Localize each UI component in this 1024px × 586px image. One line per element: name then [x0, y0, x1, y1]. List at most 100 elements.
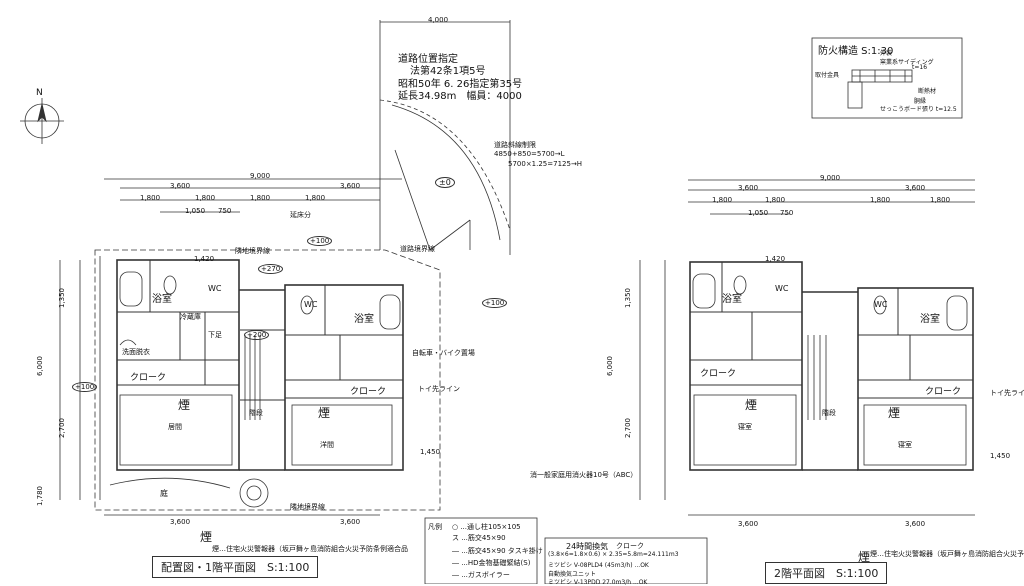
dim-1800-left: 1,800 — [140, 194, 161, 202]
fire-detail-label-c: t=16 — [912, 64, 928, 71]
road-note-2: 法第42条1項5号 — [410, 66, 486, 77]
fire-detail-label-b: 窯業系サイディング — [880, 59, 934, 66]
smoke-alarm-legend-right: 煙 — [858, 550, 871, 564]
fire-detail-label-d: 断熱材 — [918, 88, 937, 95]
dim-1050-right: 1,050 — [748, 209, 769, 217]
road-boundary-label: 道路境界線 — [400, 245, 435, 253]
dim-1800-right-c: 1,800 — [870, 196, 891, 204]
fire-detail-box — [811, 37, 963, 119]
dim-right-1350: 1,350 — [624, 287, 633, 309]
rain-line-right: トイ先ライン — [990, 389, 1024, 397]
level-100-c: +100 — [72, 382, 98, 392]
north-arrow — [20, 98, 64, 144]
fire-detail-label-g: 取付金具 — [815, 72, 840, 79]
dim-top: 4,000 — [428, 16, 449, 24]
right-building-walls — [689, 261, 974, 471]
garden-label: 庭 — [160, 489, 168, 498]
road-corridor — [379, 20, 511, 255]
ventilation-row-4: ミツビシ V-13PDD 27.0m3/h ...OK — [548, 579, 648, 586]
building-area-note: 延床分 — [290, 211, 311, 219]
smoke-alarm-right-a: 煙 — [745, 398, 758, 412]
dim-1800-left-d: 1,800 — [305, 194, 326, 202]
dim-bottom-3600-b: 3,600 — [340, 518, 361, 526]
right-dimension-lines — [639, 179, 975, 516]
dim-1420-left: 1,420 — [194, 255, 215, 263]
road-note-3: 昭和50年 6. 26指定第35号 — [398, 79, 523, 90]
ventilation-row-2: ミツビシ V-08PLD4 (45m3/h) ...OK — [548, 562, 649, 569]
fire-detail-label-a: 外装 — [880, 50, 893, 57]
smoke-alarm-legend-left: 煙 — [200, 530, 213, 544]
room-bath-left-b: 浴室 — [354, 314, 374, 325]
room-bath-left: 浴室 — [152, 294, 172, 305]
road-note-4: 延長34.98m 幅員：4000 — [398, 91, 522, 102]
room-bed-right: 寝室 — [738, 423, 752, 431]
dim-1800-right-b: 1,800 — [765, 196, 786, 204]
room-wc-right: WC — [775, 284, 789, 293]
dim-1420-right: 1,420 — [765, 255, 786, 263]
setback-calc-2: 5700×1.25=7125→H — [508, 160, 583, 168]
legend-row-3: ― ...筋交45×90 タスキ掛け — [452, 547, 543, 555]
smoke-alarm-left-b: 煙 — [318, 406, 331, 420]
right-interior-walls — [690, 262, 973, 399]
road-note-1: 道路位置指定 — [398, 54, 458, 65]
fire-detail-label-f: せっこうボード張り t=12.5 — [880, 106, 957, 113]
ventilation-row-3: 自動換気ユニット — [548, 571, 597, 578]
dim-overall-left: 9,000 — [250, 172, 271, 180]
dim-1450-left: 1,450 — [420, 448, 441, 456]
alarm-note-right: 煙…住宅火災警報器（坂戸舞ヶ島消防組合火災予防条例 — [870, 550, 1024, 558]
left-dimension-lines — [59, 178, 402, 516]
dim-1800-left-b: 1,800 — [195, 194, 216, 202]
right-fixtures — [692, 273, 968, 466]
adjacent-boundary-top: 隣地境界線 — [235, 247, 270, 255]
legend-row-4: ― ...HD金物基礎緊結(S) — [452, 559, 531, 567]
room-closet-left: クローク — [130, 373, 167, 383]
dim-right-bottom-3600: 3,600 — [738, 520, 759, 528]
rain-line-left: トイ先ライン — [418, 385, 460, 393]
fire-detail-label-e: 胴縁 — [914, 98, 927, 105]
bike-parking: 自転車・バイク置場 — [412, 349, 475, 357]
room-bed-right-b: 寝室 — [898, 441, 912, 449]
garden-features — [109, 477, 269, 508]
level-zero: ±0 — [435, 177, 455, 188]
room-stairs-right: 階段 — [822, 409, 836, 417]
ventilation-row-1: (3.8×6=1.8×0.6) × 2.35=5.8m=24.111m3 — [548, 551, 679, 558]
sheet-title-left: 配置図・1階平面図 S:1:100 — [152, 556, 319, 578]
left-building-walls — [116, 259, 404, 471]
setback-calc-1: 4850+850=5700→L — [494, 150, 565, 158]
dim-1800-right-d: 1,800 — [930, 196, 951, 204]
dim-right-6000: 6,000 — [606, 355, 615, 377]
left-site-boundary — [94, 249, 441, 511]
dim-3600-right-b: 3,600 — [905, 184, 926, 192]
room-closet-left-b: クローク — [350, 387, 387, 397]
room-living-left: 居間 — [168, 423, 182, 431]
left-interior-walls — [117, 260, 403, 401]
sheet-title-right: 2階平面図 S:1:100 — [765, 562, 888, 584]
room-wc-left: WC — [208, 284, 222, 293]
room-a-left: 洋間 — [320, 441, 334, 449]
dim-right-bottom-3600-b: 3,600 — [905, 520, 926, 528]
ventilation-title: 24時間換気 — [566, 542, 609, 551]
dim-right-1450: 1,450 — [990, 452, 1011, 460]
room-washroom-left: 洗面脱衣 — [122, 348, 150, 356]
left-fixtures — [119, 271, 401, 466]
room-wc-left-b: WC — [304, 300, 318, 309]
fire-detail-title: 防火構造 S:1:30 — [818, 46, 894, 57]
ventilation-closet: クローク — [616, 542, 644, 550]
smoke-alarm-right-b: 煙 — [888, 406, 901, 420]
dim-3600-left: 3,600 — [170, 182, 191, 190]
dim-side-2700: 2,700 — [58, 417, 67, 439]
room-stairs-left: 階段 — [249, 409, 263, 417]
dim-overall-right: 9,000 — [820, 174, 841, 182]
dim-side-1780: 1,780 — [36, 485, 45, 507]
dim-bottom-3600: 3,600 — [170, 518, 191, 526]
ventilation-box — [544, 537, 708, 584]
legend-row-2: ス ...筋交45×90 — [452, 534, 506, 542]
level-200: +200 — [244, 330, 270, 340]
room-storage-left: 冷蔵庫 — [180, 313, 201, 321]
legend-title: 凡例 — [428, 523, 442, 531]
level-100-a: +100 — [307, 236, 333, 246]
adjacent-boundary-bottom: 隣地境界線 — [290, 503, 325, 511]
fire-extinguisher-note: 消一般家庭用消火器10号（ABC） — [530, 471, 638, 479]
level-100-b: +100 — [482, 298, 508, 308]
